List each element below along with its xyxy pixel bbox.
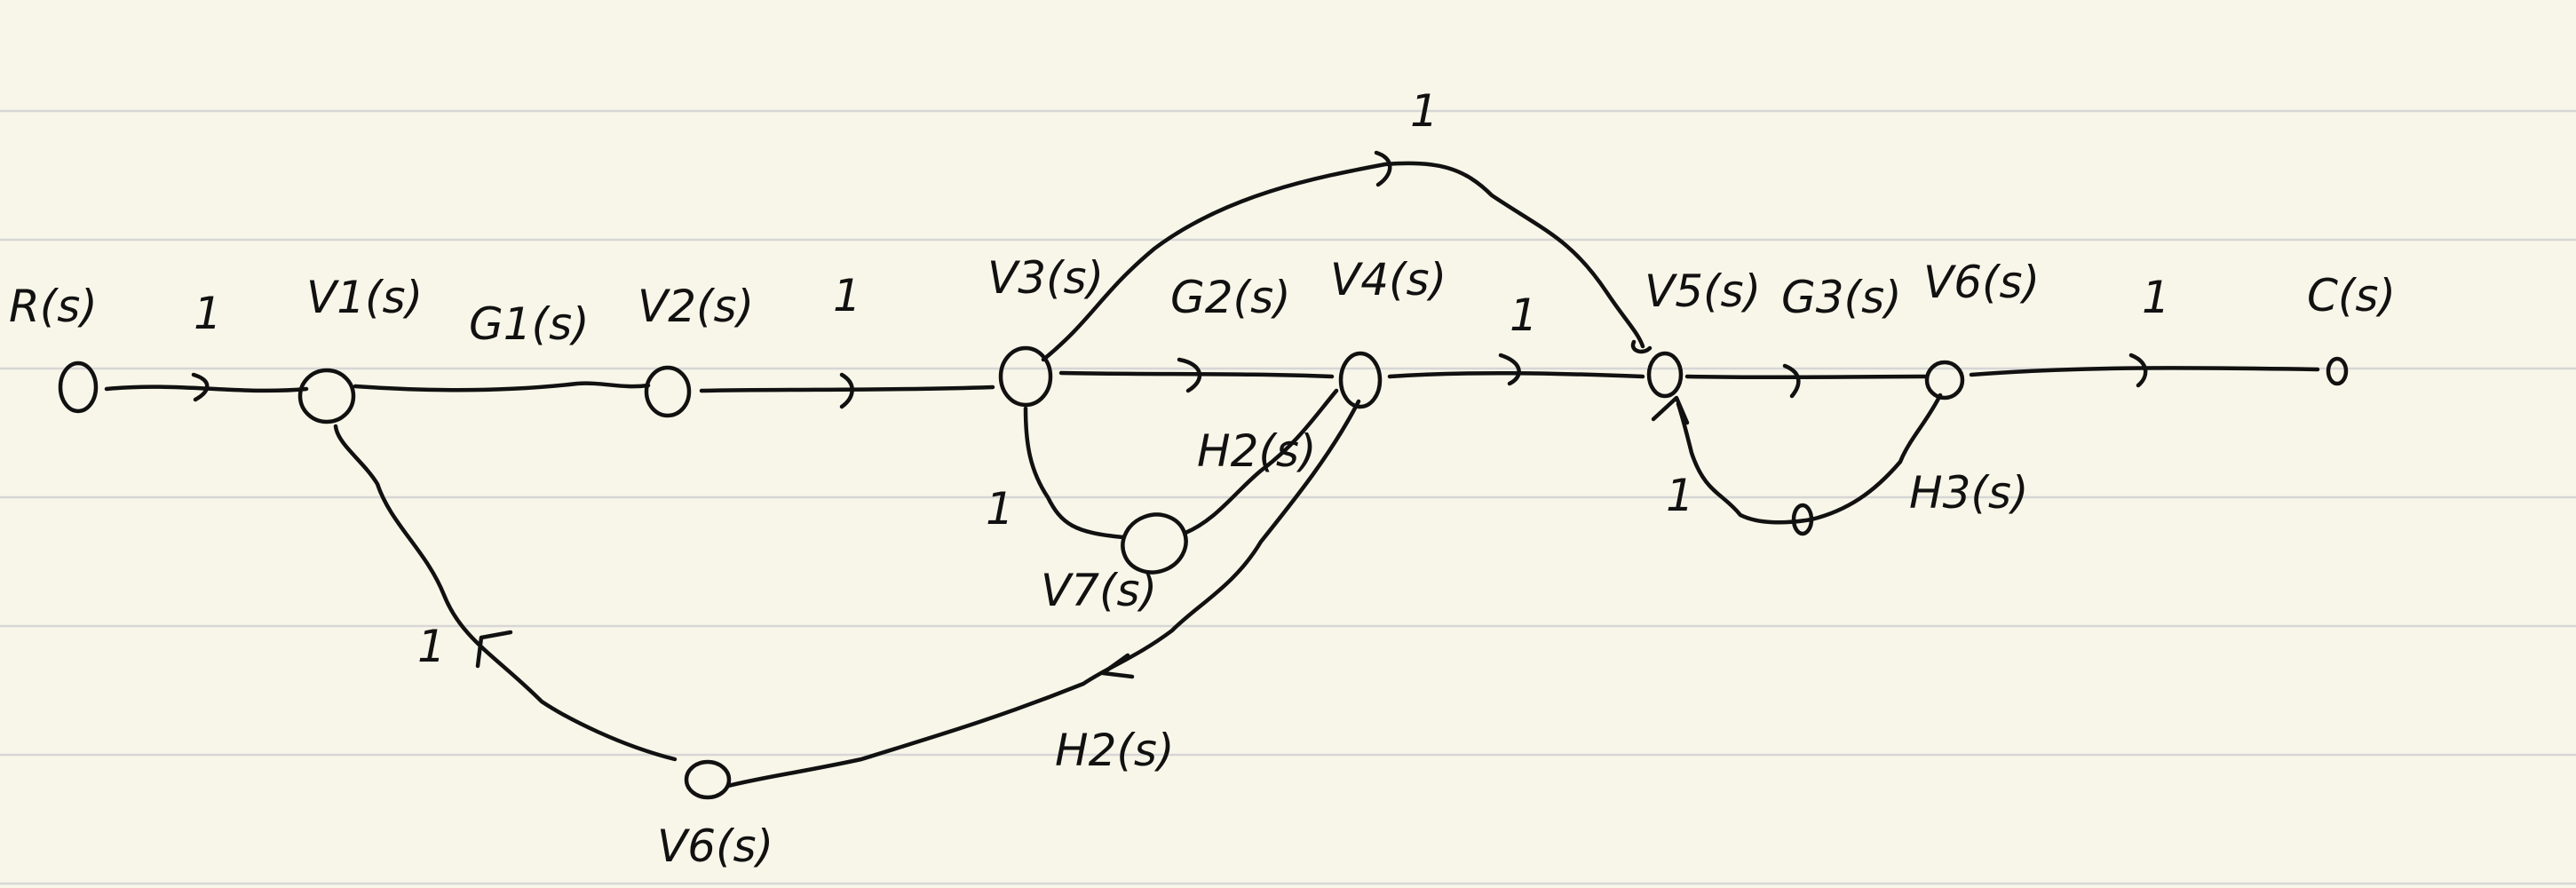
arrow-v4-v6b bbox=[1100, 653, 1135, 679]
gain-r-v1: 1 bbox=[194, 288, 222, 339]
branch-v4-v5 bbox=[1387, 370, 1645, 379]
gain-v4-v5: 1 bbox=[1510, 289, 1538, 341]
arrow-r-v1 bbox=[191, 372, 210, 402]
node-c bbox=[2326, 356, 2349, 386]
node-v6 bbox=[1924, 360, 1965, 400]
arrow-v6-c bbox=[2128, 353, 2148, 388]
label-node-v6b: V6(s) bbox=[657, 821, 773, 872]
gain-v5-v6: G3(s) bbox=[1781, 272, 1902, 323]
gain-v2-v3: 1 bbox=[833, 270, 861, 321]
label-node-v6: V6(s) bbox=[1923, 257, 2040, 308]
gain-v3-v5-top: 1 bbox=[1410, 85, 1439, 137]
arrow-top bbox=[1374, 150, 1392, 187]
branch-v3-v7 bbox=[1023, 406, 1126, 540]
node-v4 bbox=[1338, 351, 1383, 409]
branch-v6b-v1 bbox=[333, 424, 678, 762]
arrow-v6b-v1 bbox=[475, 630, 513, 669]
node-r bbox=[58, 361, 99, 414]
gain-v4-v7: H2(s) bbox=[1197, 425, 1316, 477]
branch-v6-v5 bbox=[1676, 392, 1943, 525]
node-v6b bbox=[684, 759, 732, 800]
label-node-v3: V3(s) bbox=[987, 252, 1104, 304]
arrow-v2-v3 bbox=[839, 372, 854, 409]
branch-v3-v4 bbox=[1058, 370, 1335, 379]
gain-v6-v5: H3(s) bbox=[1909, 467, 2028, 519]
arrow-v4-v5 bbox=[1498, 353, 1521, 386]
gain-v6-c: 1 bbox=[2142, 272, 2170, 323]
gain-v5-loop: 1 bbox=[1666, 470, 1694, 521]
node-v2 bbox=[644, 365, 692, 418]
gain-v3-v7: 1 bbox=[986, 483, 1014, 535]
node-v7 bbox=[1121, 512, 1188, 575]
label-node-v2: V2(s) bbox=[638, 281, 754, 332]
branch-v1-v2 bbox=[353, 381, 651, 392]
node-v3 bbox=[998, 345, 1053, 408]
branch-v3-v5-top bbox=[1041, 161, 1645, 362]
label-node-v5: V5(s) bbox=[1645, 266, 1761, 317]
label-node-v7: V7(s) bbox=[1041, 565, 1157, 616]
node-v1 bbox=[297, 368, 356, 424]
gain-v4-v6b: H2(s) bbox=[1055, 725, 1174, 776]
label-node-c: C(s) bbox=[2307, 270, 2396, 321]
arrow-v6-v5 bbox=[1651, 395, 1690, 425]
label-node-r: R(s) bbox=[9, 281, 98, 332]
ruled-lines bbox=[0, 109, 2576, 885]
arrow-v3-v4 bbox=[1177, 357, 1202, 393]
gain-v1-v2: G1(s) bbox=[469, 298, 590, 350]
arrow-v5-top-hook bbox=[1630, 339, 1653, 354]
label-node-v4: V4(s) bbox=[1330, 254, 1447, 305]
node-v5 bbox=[1646, 351, 1684, 399]
gain-v3-v4: G2(s) bbox=[1170, 272, 1291, 323]
label-node-v1: V1(s) bbox=[306, 272, 423, 323]
branch-v4-v7 bbox=[1183, 388, 1339, 535]
gain-v6b-v1: 1 bbox=[417, 621, 446, 672]
branch-v2-v3 bbox=[699, 385, 995, 393]
node-h3-junction bbox=[1791, 503, 1814, 536]
arrow-v5-v6 bbox=[1782, 363, 1801, 399]
